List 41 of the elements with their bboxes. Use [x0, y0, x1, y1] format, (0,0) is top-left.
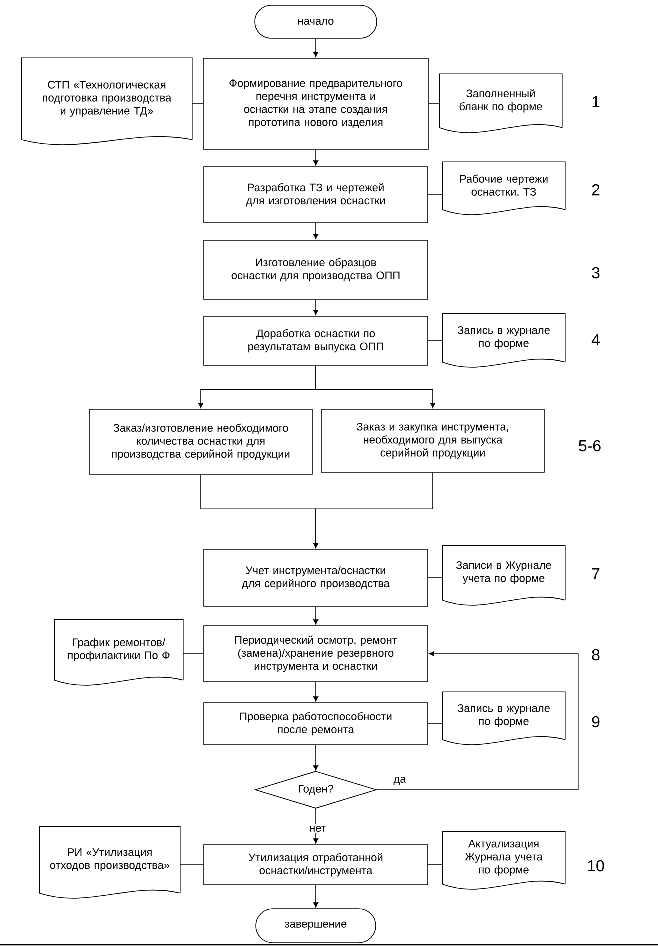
process-box: Периодический осмотр, ремонт (замена)/хранение резервного инструмента и оснастки: [204, 626, 428, 682]
document-shape: График ремонтов/ профилактики По Ф: [54, 619, 184, 686]
process-box: Изготовление образцов оснастки для производства ОПП: [204, 240, 428, 300]
step-number: 4: [592, 334, 600, 346]
arrow: [316, 366, 436, 408]
document-shape: Актуализация Журнала учета по форме: [442, 831, 566, 890]
document-shape: РИ «Утилизация отходов производства»: [39, 826, 181, 899]
process-box: Утилизация отработанной оснастки/инструмента: [204, 844, 428, 886]
arrow: [313, 682, 319, 702]
step-number: 10: [588, 860, 604, 872]
arrow: [313, 223, 319, 240]
arrow: [313, 885, 319, 908]
arrow: [313, 300, 319, 316]
step-number: 2: [592, 184, 600, 196]
process-box: Заказ и закупка инструмента, необходимого для выпуска серийной продукции: [321, 409, 545, 473]
process-box: Разработка ТЗ и чертежей для изготовления оснастки: [204, 166, 428, 224]
arrow: [313, 808, 319, 844]
arrow: [313, 150, 319, 166]
document-shape: Запись в журнале по форме: [442, 313, 566, 368]
step-number: 7: [592, 568, 600, 580]
document-shape: СТП «Технологическая подготовка производства и управление ТД»: [21, 58, 193, 146]
process-box: Формирование предварительного перечня инструмента и оснастки на этапе создания прототипа нового изделия: [203, 58, 429, 150]
step-number: 5-6: [579, 440, 601, 452]
arrow: [376, 651, 579, 790]
process-box: Проверка работоспособности после ремонта: [204, 702, 428, 746]
arrow: [313, 472, 434, 548]
document-shape: Рабочие чертежи оснастки, ТЗ: [442, 162, 566, 216]
arrow: [313, 38, 319, 58]
document-shape: Записи в Журнале учета по форме: [442, 545, 566, 606]
step-number: 8: [592, 649, 600, 661]
process-box: Учет инструмента/оснастки для серийного производства: [204, 549, 428, 607]
document-shape: Заполненный бланк по форме: [439, 74, 563, 134]
step-number: 1: [592, 96, 600, 108]
process-box: Заказ/изготовление необходимого количества оснастки для производства серийной продукции: [89, 409, 313, 475]
step-number: 9: [592, 716, 600, 728]
arrow: [313, 745, 319, 771]
arrow: [313, 606, 319, 625]
process-box: Доработка оснастки по результатам выпуска ОПП: [204, 316, 428, 366]
step-number: 3: [592, 267, 600, 279]
document-shape: Запись в журнале по форме: [442, 692, 566, 746]
edge-label: да: [392, 775, 408, 787]
